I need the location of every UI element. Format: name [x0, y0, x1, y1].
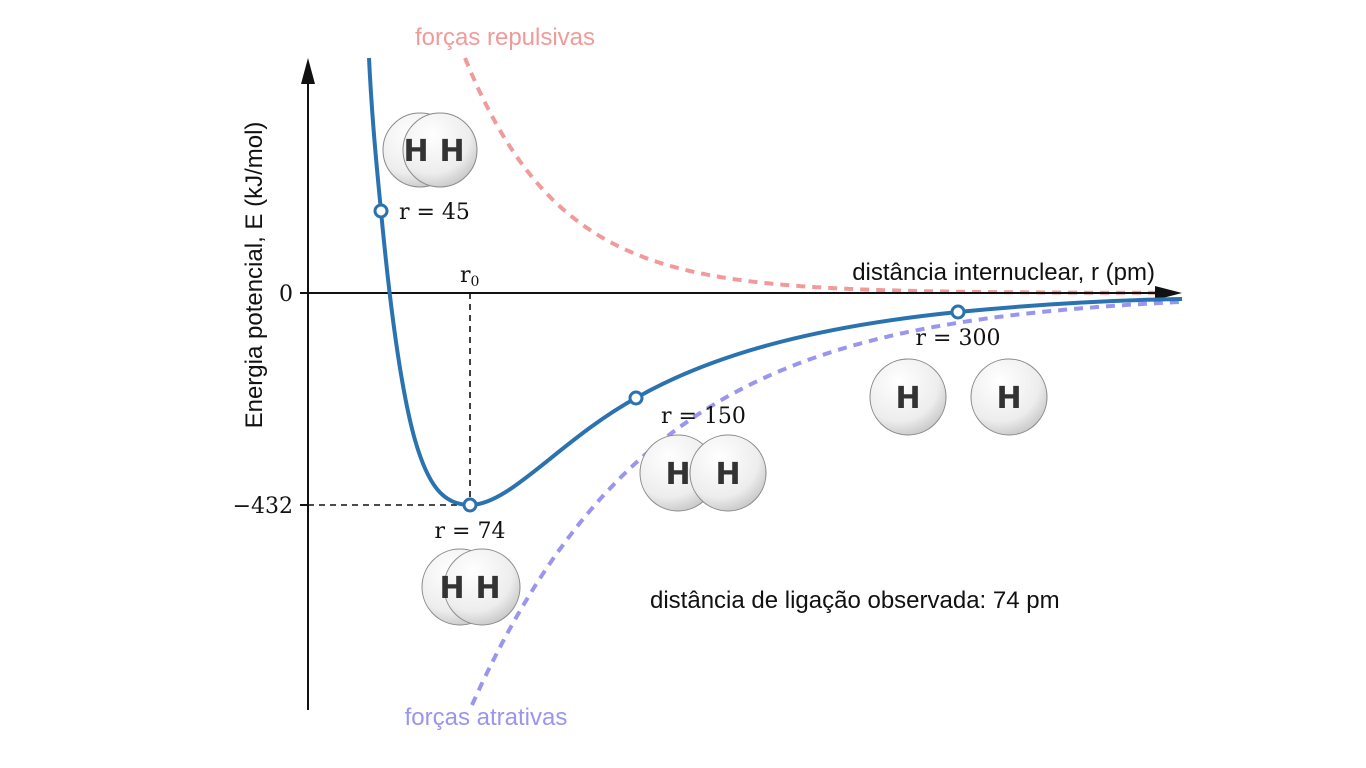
h-atom-sphere	[869, 358, 947, 436]
h-atom-letter: H	[996, 381, 1021, 416]
curve-point-r74	[462, 497, 478, 513]
h-atom-letter: H	[403, 134, 428, 169]
h-atom-sphere	[443, 548, 521, 626]
r0-subscript: 0	[471, 274, 480, 290]
h2-molecule-r74: H H	[421, 548, 521, 626]
observed-bond-length-note: distância de ligação observada: 74 pm	[650, 587, 1060, 614]
h2-molecule-r300: H H	[869, 358, 1048, 436]
r0-label: r0	[460, 263, 479, 290]
curve-point-r150	[628, 390, 644, 406]
y-tick-label-432: −432	[233, 494, 293, 519]
y-axis-label: Energia potencial, E (kJ/mol)	[241, 122, 268, 429]
point-label-r74: r = 74	[435, 519, 506, 544]
h-atom-letter: H	[715, 457, 740, 492]
h-atom-sphere	[970, 358, 1048, 436]
h2-molecule-r45: H H	[382, 112, 478, 188]
h-atom-letter: H	[895, 381, 920, 416]
point-label-r45: r = 45	[399, 200, 470, 225]
h-atom-sphere	[402, 112, 478, 188]
attractive-forces-curve	[470, 300, 1181, 706]
y-tick-label-0: 0	[279, 282, 293, 307]
h-atom-letter: H	[439, 134, 464, 169]
repulsive-forces-label: forças repulsivas	[415, 24, 595, 51]
h-atom-letter: H	[665, 457, 690, 492]
curve-point-markers	[373, 203, 966, 513]
curve-point-r45	[373, 203, 389, 219]
h2-molecule-r150: H H	[639, 434, 767, 512]
h-atom-sphere	[689, 434, 767, 512]
x-axis-label: distância internuclear, r (pm)	[852, 259, 1155, 286]
y-axis-arrowhead	[301, 58, 315, 84]
curve-point-r300	[950, 304, 966, 320]
h-atom-letter: H	[475, 571, 500, 606]
point-label-r300: r = 300	[916, 326, 1001, 351]
attractive-forces-label: forças atrativas	[405, 704, 568, 731]
repulsive-forces-curve	[463, 57, 1179, 295]
x-axis-arrowhead	[1155, 286, 1182, 300]
h-atom-letter: H	[439, 571, 464, 606]
point-label-r150: r = 150	[661, 404, 746, 429]
